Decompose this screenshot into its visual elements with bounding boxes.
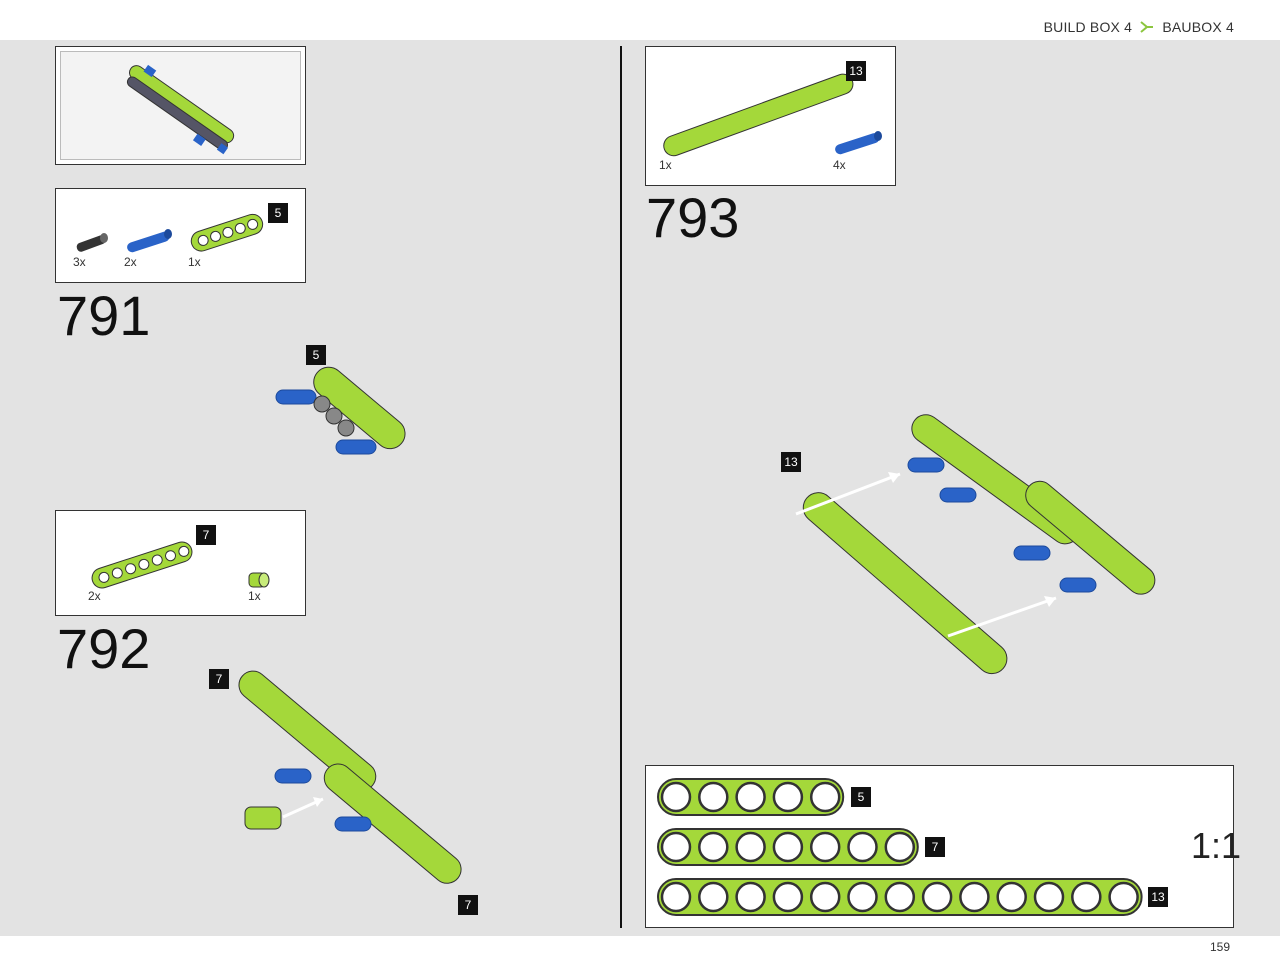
ruler-hole bbox=[660, 781, 692, 813]
ruler-hole bbox=[698, 831, 729, 863]
scale-ruler-box: 5 7 13 1:1 bbox=[645, 765, 1241, 928]
assembly-beam-length-badge: 7 bbox=[209, 669, 229, 689]
part-qty: 2x bbox=[88, 589, 101, 603]
ruler-hole bbox=[1071, 881, 1102, 913]
parts-beam-length-badge: 5 bbox=[268, 203, 288, 223]
part-qty: 1x bbox=[248, 589, 261, 603]
ruler-hole bbox=[884, 831, 916, 863]
ruler-hole bbox=[1108, 881, 1139, 913]
ruler-hole bbox=[772, 831, 804, 863]
step-793-assembly-icon bbox=[795, 414, 1156, 675]
step-792-assembly-icon bbox=[238, 670, 462, 884]
ruler-hole bbox=[996, 881, 1027, 913]
ruler-hole bbox=[660, 881, 692, 913]
ruler-hole bbox=[1033, 881, 1065, 913]
ruler-badge-13: 13 bbox=[1148, 887, 1168, 907]
assembly-beam-length-badge: 5 bbox=[306, 345, 326, 365]
step-791-assembly-icon bbox=[275, 366, 406, 455]
lime-beam-7-icon bbox=[91, 541, 193, 589]
ruler-hole bbox=[772, 781, 804, 813]
ruler-hole bbox=[735, 831, 766, 863]
part-qty: 4x bbox=[833, 158, 846, 172]
ruler-hole bbox=[921, 881, 953, 913]
ruler-hole bbox=[847, 831, 878, 863]
previous-assembly-icon bbox=[126, 64, 235, 155]
ruler-hole bbox=[884, 881, 916, 913]
step-number: 791 bbox=[57, 284, 151, 347]
ruler-badge-7: 7 bbox=[925, 837, 945, 857]
blue-axle-pin-icon bbox=[835, 131, 882, 155]
ruler-badge-5: 5 bbox=[851, 787, 871, 807]
ruler-hole bbox=[735, 781, 766, 813]
parts-beam-length-badge: 7 bbox=[196, 525, 216, 545]
arrow-separator-icon bbox=[1140, 21, 1154, 33]
ruler-hole bbox=[660, 831, 692, 863]
ruler-hole bbox=[847, 881, 878, 913]
assembly-beam-length-badge: 7 bbox=[458, 895, 478, 915]
part-qty: 1x bbox=[188, 255, 201, 269]
ruler-hole bbox=[809, 831, 841, 863]
ruler-hole bbox=[698, 781, 729, 813]
step-791-parts-box: 5 3x 2x 1x bbox=[55, 188, 306, 283]
part-qty: 1x bbox=[659, 158, 672, 172]
blue-axle-pin-icon bbox=[127, 229, 172, 253]
lime-bush-icon bbox=[248, 572, 270, 588]
beam-scale-ruler bbox=[657, 778, 1143, 916]
breadcrumb-baubox: BAUBOX 4 bbox=[1162, 19, 1234, 35]
assembly-beam-length-badge: 13 bbox=[781, 452, 801, 472]
lime-beam-5-icon bbox=[190, 213, 264, 252]
step-number: 792 bbox=[57, 617, 151, 680]
part-qty: 3x bbox=[73, 255, 86, 269]
lime-beam-13-icon bbox=[663, 73, 854, 157]
parts-beam-length-badge: 13 bbox=[846, 61, 866, 81]
ruler-hole bbox=[959, 881, 990, 913]
scale-label: 1:1 bbox=[1191, 825, 1242, 866]
ruler-hole bbox=[772, 881, 804, 913]
step-792-parts-box: 7 2x 1x bbox=[55, 510, 306, 616]
breadcrumb: BUILD BOX 4 BAUBOX 4 bbox=[1044, 19, 1234, 35]
page-header: BUILD BOX 4 BAUBOX 4 bbox=[0, 0, 1280, 40]
ruler-hole bbox=[809, 881, 841, 913]
breadcrumb-build-box: BUILD BOX 4 bbox=[1043, 19, 1133, 35]
ruler-hole bbox=[735, 881, 766, 913]
ruler-hole bbox=[809, 781, 841, 813]
step-number: 793 bbox=[646, 186, 740, 249]
step-793-parts-box: 13 1x 4x bbox=[645, 46, 896, 186]
previous-step-preview bbox=[55, 46, 306, 165]
black-pin-icon bbox=[76, 233, 108, 252]
ruler-hole bbox=[698, 881, 729, 913]
page-number: 159 bbox=[1209, 940, 1230, 954]
page-divider bbox=[620, 46, 622, 928]
part-qty: 2x bbox=[124, 255, 137, 269]
